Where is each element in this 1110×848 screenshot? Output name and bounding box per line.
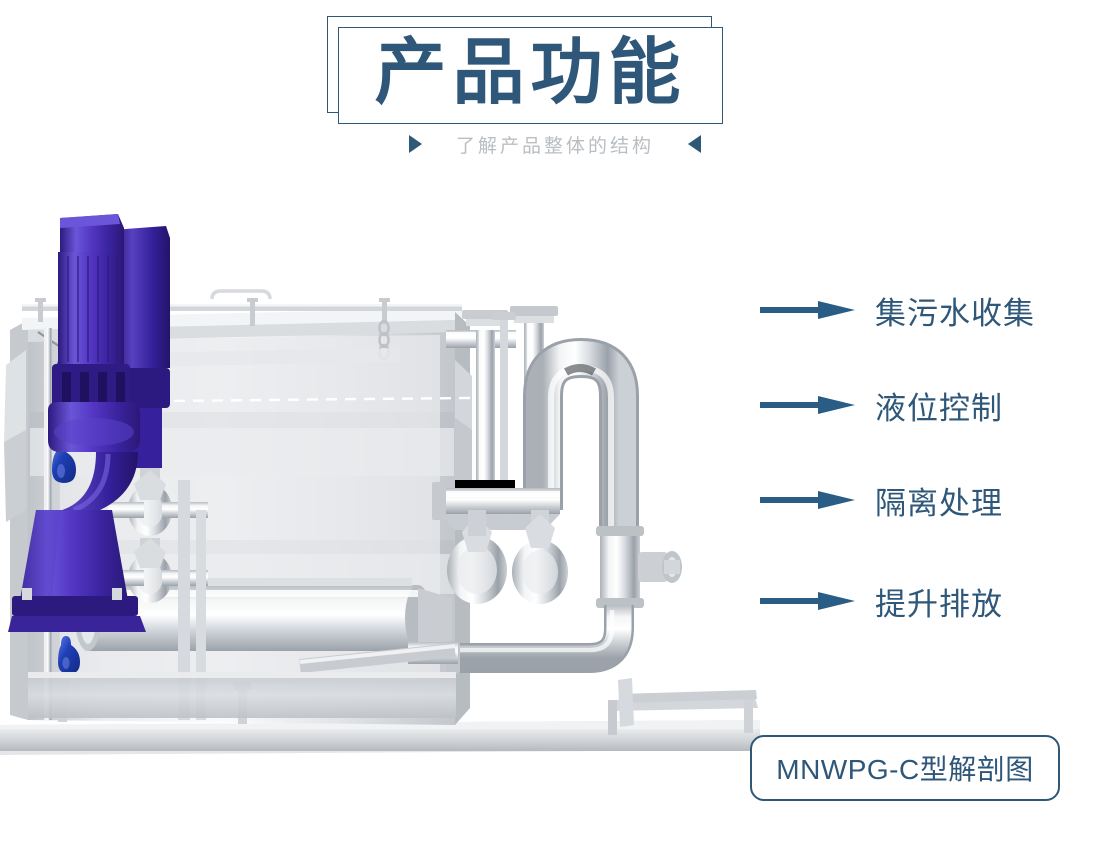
float-level-switch-middle bbox=[52, 442, 76, 483]
callout-label: 液位控制 bbox=[875, 390, 1003, 426]
callout-level-control: 液位控制 bbox=[760, 382, 1003, 428]
outlet-elbow-pipe bbox=[446, 605, 634, 674]
suction-pipe-run bbox=[299, 642, 458, 673]
callout-label: 提升排放 bbox=[875, 586, 1003, 622]
float-level-switch-lower bbox=[58, 636, 80, 674]
callout-lift-discharge: 提升排放 bbox=[760, 578, 1003, 624]
triangle-right-icon bbox=[408, 135, 422, 153]
page-title: 产品功能 bbox=[374, 33, 687, 113]
callout-isolation-treatment: 隔离处理 bbox=[760, 477, 1003, 523]
vertical-pump-motor-front bbox=[8, 214, 146, 632]
subtitle-row: 了解产品整体的结构 bbox=[0, 128, 1110, 160]
product-cutaway-illustration bbox=[0, 180, 760, 800]
page-subtitle: 了解产品整体的结构 bbox=[455, 135, 654, 157]
arrow-right-icon bbox=[760, 491, 855, 509]
arrow-right-icon bbox=[760, 592, 855, 610]
check-valve-assembly bbox=[447, 510, 568, 604]
callout-label: 隔离处理 bbox=[875, 485, 1003, 521]
title-frame-inner bbox=[338, 27, 723, 124]
model-caption-box: MNWPG-C型解剖图 bbox=[750, 735, 1060, 801]
arrow-right-icon bbox=[760, 301, 855, 319]
model-caption-text: MNWPG-C型解剖图 bbox=[776, 754, 1034, 785]
header-banner: 产品功能 了解产品整体的结构 bbox=[0, 0, 1110, 180]
manifold-horizontal bbox=[432, 480, 560, 530]
callout-label: 集污水收集 bbox=[875, 295, 1035, 331]
arrow-right-icon bbox=[760, 396, 855, 414]
callout-sewage-collection: 集污水收集 bbox=[760, 287, 1035, 333]
tank-lower-apron bbox=[28, 672, 456, 718]
outlet-gooseneck-pipe bbox=[523, 337, 639, 532]
gate-valve-handle bbox=[596, 526, 682, 608]
support-frame-rail bbox=[618, 678, 757, 727]
triangle-left-icon bbox=[688, 135, 701, 153]
